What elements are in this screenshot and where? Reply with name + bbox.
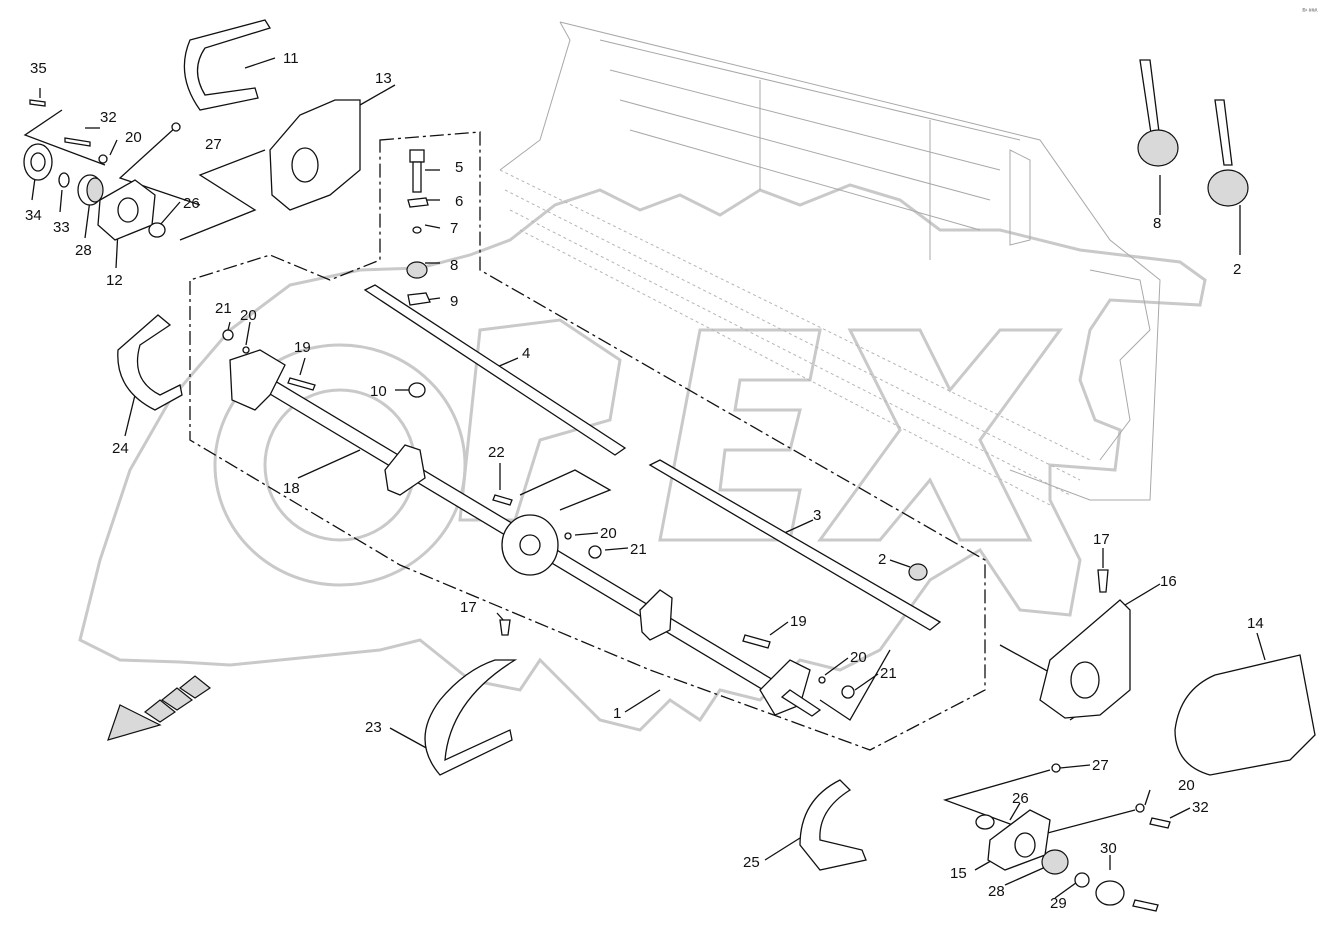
callout-20: 20	[850, 649, 867, 666]
callout-1: 1	[613, 705, 621, 722]
callout-20: 20	[240, 307, 257, 324]
bolt-stack	[406, 149, 431, 398]
callout-27: 27	[1092, 757, 1109, 774]
callout-20: 20	[1178, 777, 1195, 794]
bearing-group-left	[23, 99, 181, 241]
callout-27: 27	[205, 136, 222, 153]
drive-cover	[1174, 654, 1316, 776]
callout-8: 8	[1153, 215, 1161, 232]
callout-20: 20	[125, 129, 142, 146]
watermark-text: OPEX	[700, 929, 703, 931]
callout-28: 28	[75, 242, 92, 259]
header-frame-outline	[499, 21, 1161, 506]
callout-2: 2	[878, 551, 886, 568]
callout-28: 28	[988, 883, 1005, 900]
callout-19: 19	[790, 613, 807, 630]
belt-guard-25	[799, 779, 867, 871]
callout-26: 26	[183, 195, 200, 212]
callout-2: 2	[1233, 261, 1241, 278]
callout-5: 5	[455, 159, 463, 176]
callout-24: 24	[112, 440, 129, 457]
callout-21: 21	[215, 300, 232, 317]
callout-10: 10	[370, 383, 387, 400]
callout-11: 11	[283, 50, 299, 67]
callout-19: 19	[294, 339, 311, 356]
callout-35: 35	[30, 60, 47, 77]
callout-12: 12	[106, 272, 123, 289]
callout-4: 4	[522, 345, 530, 362]
callout-20: 20	[600, 525, 617, 542]
callout-34: 34	[25, 207, 42, 224]
callout-23: 23	[365, 719, 382, 736]
callout-15: 15	[950, 865, 967, 882]
drum-shaft	[229, 349, 822, 717]
direction-arrow	[107, 675, 212, 741]
callout-21: 21	[630, 541, 647, 558]
callout-18: 18	[283, 480, 300, 497]
callout-29: 29	[1050, 895, 1067, 912]
knife-bar-upper	[363, 284, 627, 456]
callout-13: 13	[375, 70, 392, 87]
corner-mark: ®¹ ###.	[1302, 7, 1318, 14]
callout-17: 17	[1093, 531, 1110, 548]
bearing-group-right	[975, 763, 1171, 912]
callout-30: 30	[1100, 840, 1117, 857]
callout-26: 26	[1012, 790, 1029, 807]
callout-21: 21	[880, 665, 897, 682]
callout-32: 32	[100, 109, 117, 126]
callout-17: 17	[460, 599, 477, 616]
belt-guard-23	[424, 659, 518, 776]
callout-8: 8	[450, 257, 458, 274]
callout-7: 7	[450, 220, 458, 237]
leader-lines	[23, 57, 1266, 899]
callout-9: 9	[450, 293, 458, 310]
callout-32: 32	[1192, 799, 1209, 816]
callout-22: 22	[488, 444, 505, 461]
callout-3: 3	[813, 507, 821, 524]
callout-16: 16	[1160, 573, 1177, 590]
belt-guard-24	[117, 314, 183, 411]
callout-labels: 35 32 20 27 34 33 28 12 26 11 13 5 6 7 8…	[25, 50, 1264, 912]
callout-14: 14	[1247, 615, 1264, 632]
belt-guard-top	[183, 19, 271, 111]
knife-bar-lower	[648, 459, 942, 631]
callout-33: 33	[53, 219, 70, 236]
assembly-outline	[189, 131, 986, 751]
callout-25: 25	[743, 854, 760, 871]
bearing-plate-right	[1039, 599, 1131, 719]
callout-6: 6	[455, 193, 463, 210]
springs	[908, 59, 1249, 581]
shaft-hardware	[222, 329, 855, 699]
